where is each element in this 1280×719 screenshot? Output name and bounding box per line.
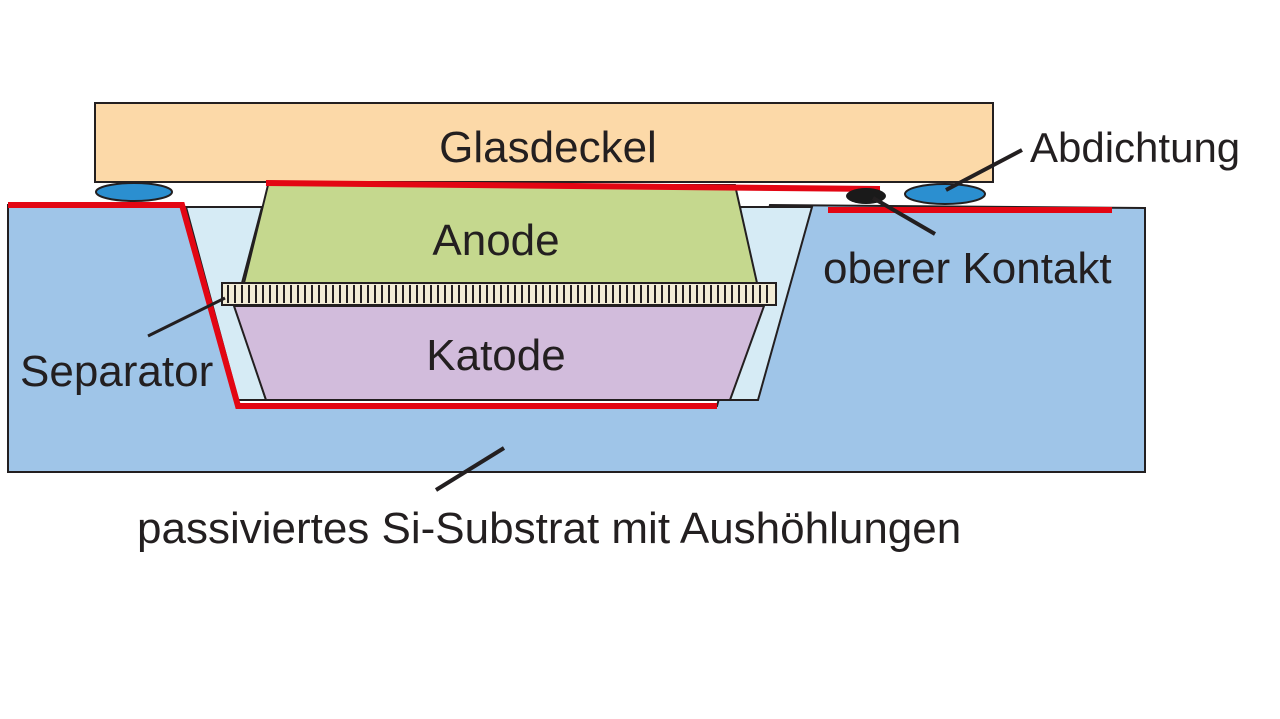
label-cathode: Katode <box>426 331 565 380</box>
leader-sealing <box>945 148 1023 192</box>
label-glass-lid: Glasdeckel <box>439 123 657 172</box>
label-substrate: passiviertes Si-Substrat mit Aushöhlunge… <box>137 504 961 553</box>
label-separator: Separator <box>20 347 213 396</box>
sealing-right <box>904 183 986 205</box>
leader-substrate <box>434 446 506 492</box>
label-anode: Anode <box>432 216 559 265</box>
leader-top-contact <box>871 196 937 236</box>
sealing-left <box>95 182 173 202</box>
top-contact-line <box>265 180 881 192</box>
separator-stripes <box>227 285 768 303</box>
glass-lid <box>94 102 994 183</box>
label-top-contact: oberer Kontakt <box>823 244 1112 293</box>
leader-separator <box>147 296 226 338</box>
label-sealing: Abdichtung <box>1030 124 1240 171</box>
